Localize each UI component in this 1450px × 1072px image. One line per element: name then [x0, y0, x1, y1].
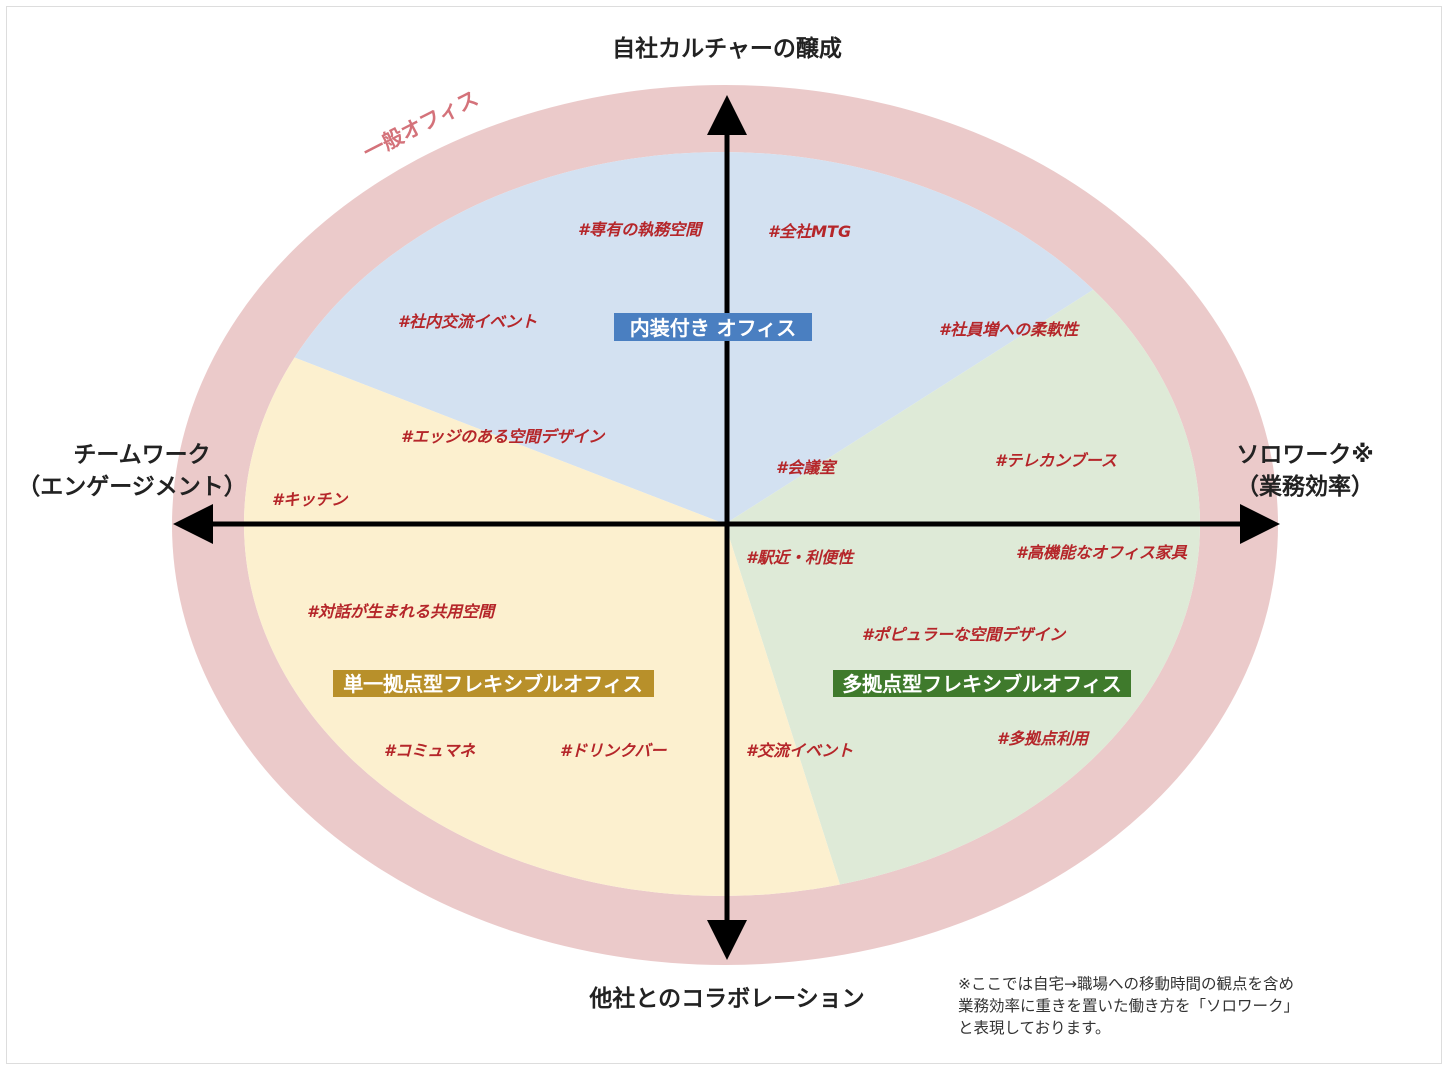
footnote-line: 業務効率に重きを置いた働き方を「ソロワーク」: [958, 997, 1299, 1015]
tag: #専有の執務空間: [578, 220, 704, 239]
tag: #駅近・利便性: [746, 548, 855, 567]
tag: #社員増への柔軟性: [939, 320, 1080, 339]
tag: #ドリンクバー: [560, 741, 667, 760]
category-badge-multi-site: [833, 670, 1131, 697]
tag: #高機能なオフィス家具: [1016, 543, 1188, 562]
tag: #ポピュラーな空間デザイン: [862, 625, 1067, 644]
axis-left-label: チームワーク: [73, 442, 210, 468]
diagram-frame: [6, 6, 1442, 1064]
footnote-line: と表現しております。: [958, 1019, 1111, 1037]
category-badge-interior: [614, 313, 812, 341]
tag: #多拠点利用: [997, 729, 1090, 748]
axis-bottom-label: 他社とのコラボレーション: [588, 985, 864, 1012]
tag: #コミュマネ: [384, 741, 476, 760]
tag: #会議室: [776, 458, 838, 477]
axis-right-label: ソロワーク※: [1236, 442, 1373, 468]
axis-right-sublabel: （業務効率）: [1236, 473, 1374, 500]
tag: #全社MTG: [768, 222, 851, 241]
category-label-interior: 内装付き オフィス: [630, 316, 797, 340]
tag: #対話が生まれる共用空間: [307, 602, 497, 621]
tag: #キッチン: [272, 490, 349, 509]
category-label-single-site: 単一拠点型フレキシブルオフィス: [343, 672, 643, 696]
category-label-multi-site: 多拠点型フレキシブルオフィス: [842, 672, 1122, 696]
footnote: ※ここでは自宅→職場への移動時間の観点を含め 業務効率に重きを置いた働き方を「ソ…: [958, 975, 1299, 1037]
footnote-line: ※ここでは自宅→職場への移動時間の観点を含め: [958, 975, 1294, 993]
category-badge-single-site: [333, 670, 654, 697]
tag: #エッジのある空間デザイン: [401, 427, 606, 446]
tag: #テレカンブース: [995, 451, 1117, 470]
tag: #交流イベント: [746, 741, 853, 760]
axis-top-label: 自社カルチャーの醸成: [612, 35, 842, 62]
tag: #社内交流イベント: [398, 312, 537, 331]
tags: #専有の執務空間 #全社MTG #社内交流イベント #社員増への柔軟性 #エッジ…: [272, 220, 1188, 760]
axis-left-sublabel: （エンゲージメント）: [17, 473, 247, 500]
